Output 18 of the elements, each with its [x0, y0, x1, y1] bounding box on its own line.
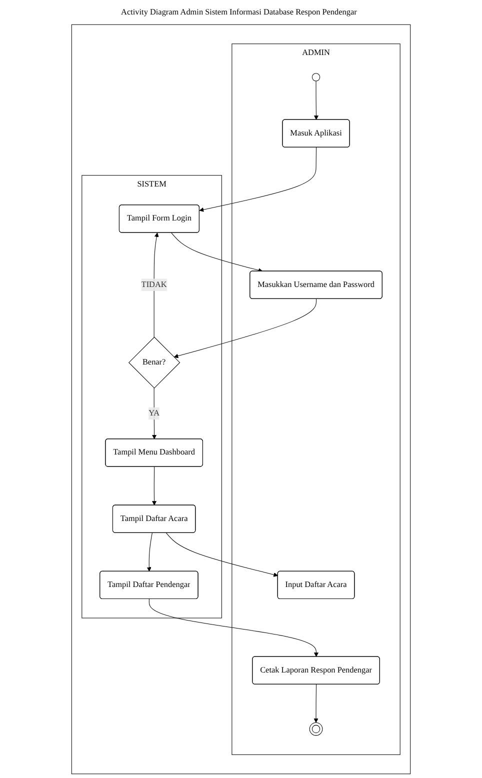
arrow	[314, 80, 318, 120]
arrow	[314, 684, 318, 723]
node-circle	[309, 722, 323, 736]
arrow	[154, 232, 159, 338]
arrow	[166, 532, 278, 577]
arrow	[171, 232, 263, 272]
arrow	[148, 598, 318, 657]
node-label: Activity Diagram Admin Sistem Informasi Database Respon Pendengar	[121, 8, 357, 16]
arrow	[152, 388, 157, 440]
edge-label: TIDAK	[141, 280, 167, 289]
node-diamond: Benar?	[128, 336, 180, 388]
cluster	[71, 24, 411, 774]
node-circle	[312, 73, 320, 82]
arrow	[199, 147, 317, 212]
arrow	[152, 466, 157, 506]
edge-label: YA	[148, 408, 160, 418]
arrow	[146, 532, 152, 572]
arrow	[174, 298, 317, 358]
